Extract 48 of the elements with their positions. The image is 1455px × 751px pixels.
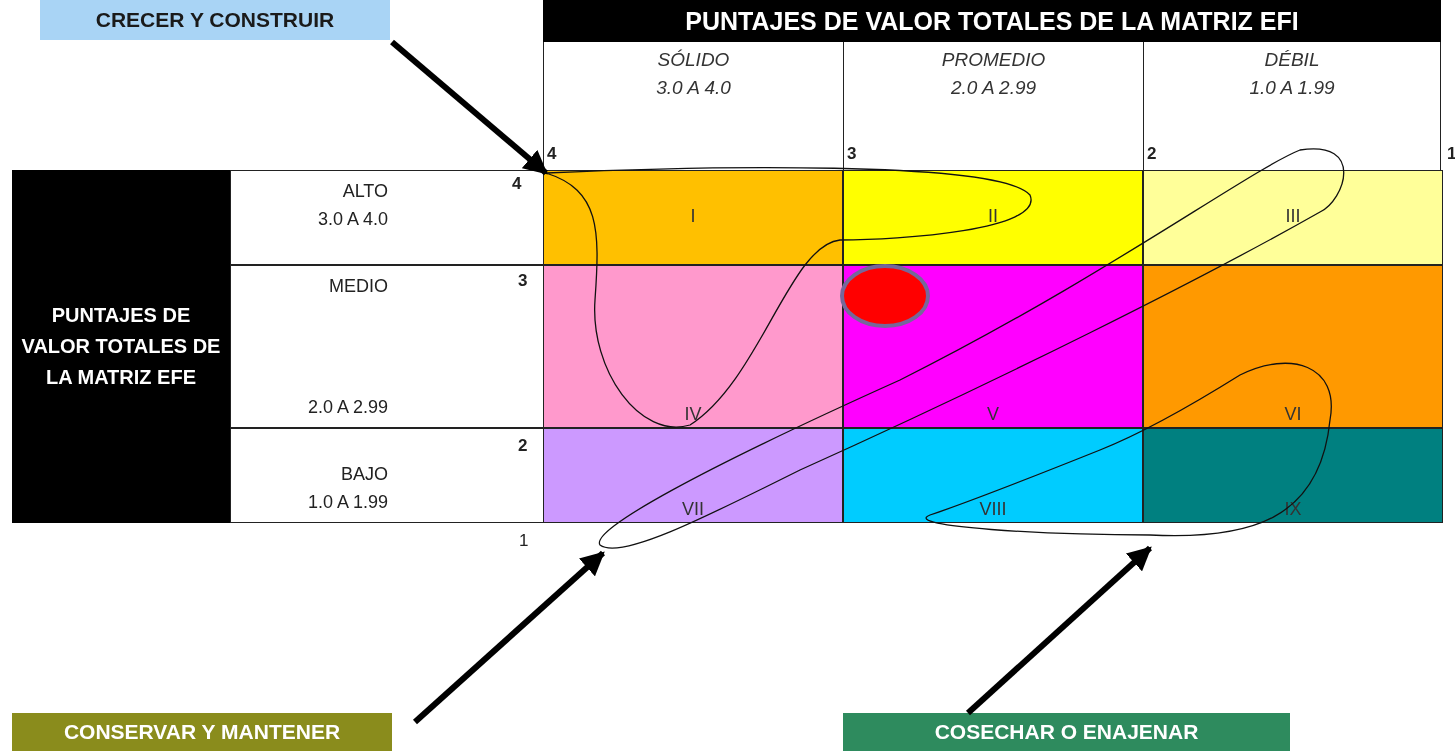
- axis-number: 4: [512, 175, 522, 193]
- cell-label: VIII: [979, 499, 1007, 520]
- cell-label: V: [987, 404, 999, 425]
- strategy-label: CRECER Y CONSTRUIR: [95, 8, 335, 32]
- cell-label: VII: [682, 499, 704, 520]
- matrix-cell: [1143, 265, 1443, 428]
- range-label: 3.0 A 4.0: [656, 76, 731, 100]
- axis-title: PUNTAJES DE VALOR TOTALES DE LA MATRIZ EFE: [20, 303, 222, 390]
- matrix-cell: [1143, 170, 1443, 265]
- axis-number: 1: [519, 532, 529, 550]
- column-heading: SÓLIDO: [657, 48, 730, 72]
- header-band: [543, 0, 1441, 42]
- header-band: [12, 170, 230, 523]
- cell-label: I: [690, 206, 696, 227]
- range-label: 2.0 A 2.99: [307, 396, 388, 419]
- range-label: 3.0 A 4.0: [317, 208, 388, 231]
- axis-title: PUNTAJES DE VALOR TOTALES DE LA MATRIZ EFI: [685, 6, 1299, 36]
- row-heading: ALTO: [342, 180, 388, 203]
- strategy-label: COSECHAR O ENAJENAR: [934, 720, 1199, 744]
- cell-label: IV: [684, 404, 702, 425]
- strategy-banner: [843, 713, 1290, 751]
- cell-label: IX: [1284, 499, 1302, 520]
- matrix-cell: [543, 428, 843, 523]
- arrow: [413, 550, 605, 725]
- axis-number: 3: [518, 272, 528, 290]
- strategy-label: CONSERVAR Y MANTENER: [63, 720, 341, 744]
- strategy-banner: [40, 0, 390, 40]
- matrix-cell: [843, 170, 1143, 265]
- position-marker: [839, 263, 931, 329]
- range-label: 1.0 A 1.99: [307, 491, 388, 514]
- cell-label: II: [988, 206, 998, 227]
- strategy-banner: [12, 713, 392, 751]
- matrix-cell: [843, 428, 1143, 523]
- axis-number: 3: [847, 145, 857, 163]
- column-heading: DÉBIL: [1264, 48, 1320, 72]
- arrow: [390, 39, 548, 176]
- cell-label: III: [1285, 206, 1301, 227]
- arrow: [966, 545, 1152, 716]
- range-label: 2.0 A 2.99: [950, 76, 1037, 100]
- axis-number: 4: [547, 145, 557, 163]
- row-heading: MEDIO: [329, 275, 388, 298]
- column-heading: PROMEDIO: [941, 48, 1046, 72]
- axis-number: 2: [518, 437, 528, 455]
- row-heading: BAJO: [341, 463, 388, 486]
- cell-label: VI: [1284, 404, 1302, 425]
- matrix-cell: [1143, 428, 1443, 523]
- axis-number: 2: [1147, 145, 1157, 163]
- range-label: 1.0 A 1.99: [1249, 76, 1335, 100]
